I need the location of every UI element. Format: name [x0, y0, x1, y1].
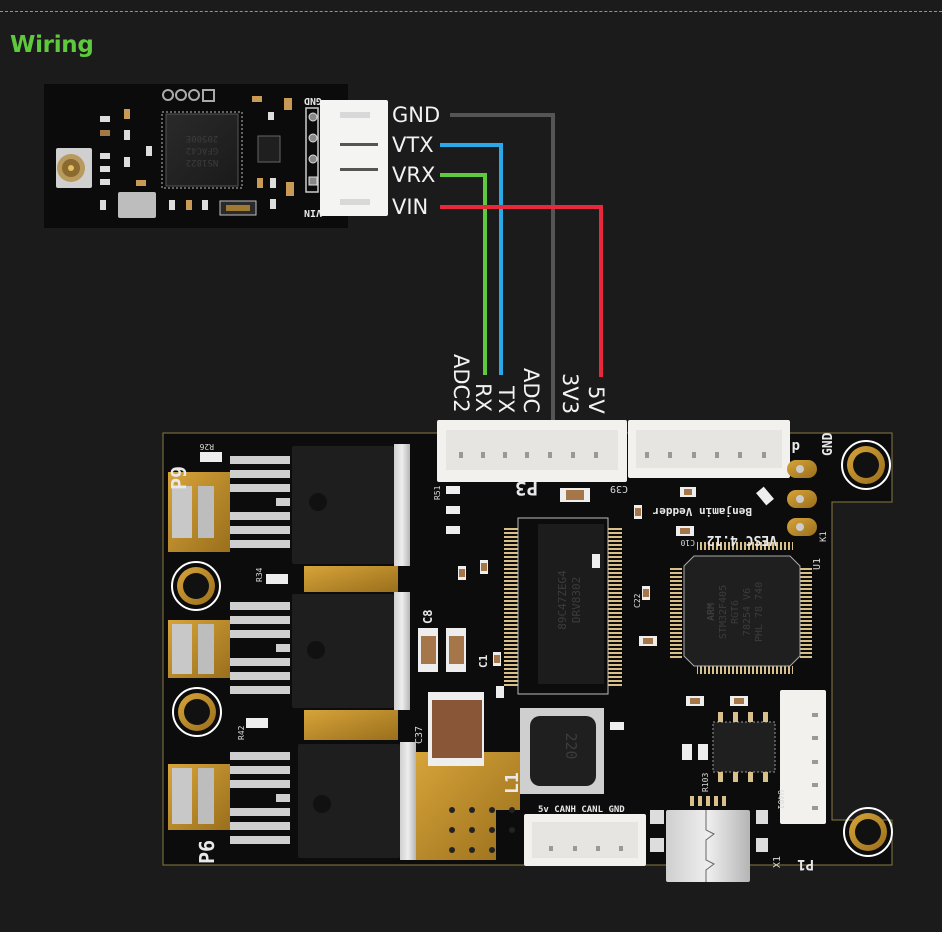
mcu-marking-part: STM32F405 — [718, 585, 729, 639]
inductor-marking: 220 — [562, 732, 580, 759]
silk-c8: C8 — [421, 610, 435, 624]
receiver-module: NS1822 GFAC42 20500E — [44, 84, 388, 228]
silk-u1: U1 — [812, 558, 823, 570]
module-silk-gnd: GND — [304, 95, 322, 106]
power-trace-1 — [304, 566, 398, 592]
ctrl-label-3v3: 3V3 — [558, 373, 582, 414]
mosfet-phase-3 — [168, 742, 416, 860]
silk-d: d — [792, 438, 800, 454]
module-jst-connector — [320, 100, 388, 216]
pin-label-gnd: GND — [392, 103, 440, 127]
ctrl-label-5v: 5V — [584, 386, 608, 414]
silk-c10: C10 — [680, 538, 695, 547]
inductor-l1: 220 — [520, 708, 604, 794]
vesc-board: GND 89C47ZEG4 DRV8302 ARM STM32F405 RGT6 — [162, 420, 893, 882]
via-array — [449, 807, 515, 853]
designer-label: Benjamin Vedder — [652, 505, 752, 518]
driver-chip: 89C47ZEG4 DRV8302 — [504, 517, 622, 695]
silk-u401: U401 — [776, 790, 785, 809]
silk-r51: R51 — [433, 485, 442, 500]
controller-pin-labels: ADC2 RX TX ADC 3V3 5V — [449, 354, 608, 414]
module-pin-labels: GND VTX VRX VIN — [392, 103, 440, 219]
power-trace-3 — [416, 752, 520, 860]
connector-p1 — [780, 690, 826, 824]
mounting-hole-top-right — [841, 440, 891, 490]
rf-chip: NS1822 GFAC42 20500E — [161, 111, 243, 189]
connector-hall — [628, 420, 790, 478]
wire-vrx — [440, 173, 487, 375]
gnd-pads — [787, 460, 817, 536]
mcu-marking-arm: ARM — [706, 603, 717, 621]
mounting-hole-left-1 — [171, 561, 221, 611]
silk-r42: R42 — [237, 725, 246, 740]
silk-c39: C39 — [610, 483, 628, 494]
mounting-hole-left-2 — [172, 687, 222, 737]
cap-c37 — [432, 700, 482, 758]
mcu-marking-date: PHL 78 740 — [754, 582, 765, 642]
connector-can — [524, 814, 646, 866]
wire-gnd — [450, 113, 555, 423]
silk-gnd: GND — [821, 432, 836, 456]
driver-marking-1: 89C47ZEG4 — [556, 570, 569, 630]
can-transceiver — [712, 712, 776, 782]
wires — [440, 113, 603, 423]
can-header-label: 5v CANH CANL GND — [538, 805, 625, 815]
cap-c1 — [449, 636, 464, 664]
rf-chip-marking-1: NS1822 — [186, 157, 219, 167]
silk-p6: P6 — [195, 840, 219, 864]
mcu-marking-pkg: RGT6 — [730, 600, 741, 624]
pin-label-vtx: VTX — [392, 133, 434, 157]
pin-label-vrx: VRX — [392, 163, 435, 187]
cap-c8 — [421, 636, 436, 664]
silk-l1: L1 — [502, 772, 523, 794]
antenna-connector — [56, 148, 92, 188]
version-label: VESC 4.12 — [707, 532, 777, 547]
wire-vin — [440, 205, 603, 377]
programming-pads — [162, 89, 215, 102]
silk-r103: R103 — [701, 773, 710, 792]
module-header-outline — [305, 107, 319, 193]
mcu-marking-lot: 78254 V6 — [742, 588, 753, 636]
silk-r34: R34 — [255, 567, 264, 582]
connector-p3 — [437, 420, 627, 482]
mcu-chip: ARM STM32F405 RGT6 78254 V6 PHL 78 740 — [670, 542, 812, 674]
ctrl-label-tx: TX — [494, 385, 518, 413]
mosfet-phase-2 — [168, 592, 410, 710]
vesc-passives — [200, 452, 774, 852]
silk-p3: P3 — [515, 477, 538, 499]
silk-c22: C22 — [633, 593, 642, 608]
usb-c-port — [666, 796, 750, 882]
module-silk-vin: VIN — [304, 207, 322, 218]
pin-label-vin: VIN — [392, 195, 428, 219]
ctrl-label-adc2: ADC2 — [449, 354, 473, 413]
section-divider — [0, 11, 942, 12]
wire-vtx — [440, 143, 503, 375]
power-trace-2 — [304, 710, 398, 740]
mosfet-phase-1 — [168, 444, 410, 566]
crystal — [118, 192, 156, 218]
ctrl-label-rx: RX — [471, 383, 495, 412]
driver-marking-2: DRV8302 — [570, 577, 583, 623]
regulator-chip — [257, 135, 281, 163]
silk-p9: P9 — [167, 466, 191, 490]
section-title: Wiring — [10, 32, 94, 58]
silk-c1: C1 — [477, 654, 490, 668]
silk-x1: X1 — [772, 856, 783, 868]
silkscreen: P9 P6 P3 P1 L1 C8 C1 C37 C39 C10 C22 R26… — [167, 438, 829, 872]
silk-r26: R26 — [199, 442, 214, 451]
silk-c37: C37 — [414, 726, 425, 744]
ctrl-label-adc: ADC — [519, 368, 543, 413]
rf-chip-marking-3: 20500E — [186, 133, 219, 143]
module-passives — [100, 96, 294, 210]
silk-k1: K1 — [819, 531, 829, 542]
silk-p1: P1 — [797, 856, 814, 872]
mounting-hole-bottom-right — [843, 807, 893, 857]
rf-chip-marking-2: GFAC42 — [186, 145, 219, 155]
